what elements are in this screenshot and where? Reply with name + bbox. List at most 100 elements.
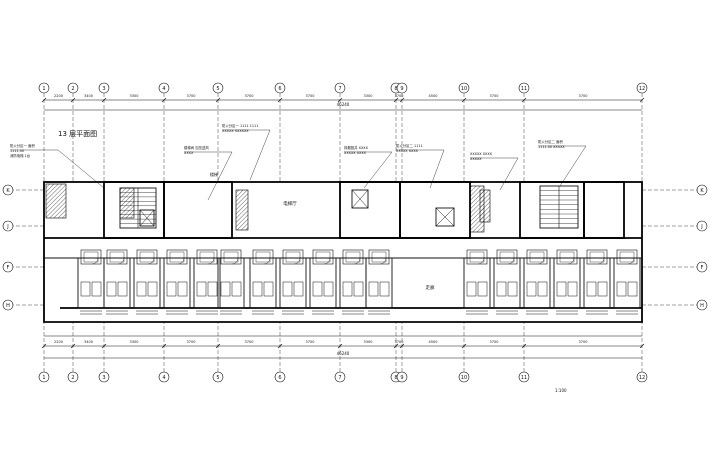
top-overall-dimension: 46240 — [44, 102, 642, 111]
ward-room — [309, 249, 337, 315]
axis-label: 3 — [102, 86, 105, 92]
callout-line: XXXXX — [470, 157, 482, 161]
bay-dimension: 3700 — [490, 340, 499, 344]
axis-label: 9 — [400, 86, 403, 92]
bay-dimension: 2200 — [54, 340, 63, 344]
bay-dimension: 3700 — [395, 94, 404, 98]
callout-line: 防火分区一 1111 1111 — [222, 123, 258, 128]
room-label-stair: 楼梯 — [210, 171, 218, 177]
axis-label: 1 — [42, 86, 45, 92]
axis-bubble — [274, 82, 286, 94]
axis-label: 5 — [216, 375, 219, 381]
axis-bubble — [396, 371, 408, 383]
axis-label: 12 — [639, 375, 645, 381]
room-label-corridor: 走廊 — [426, 284, 435, 291]
axis-bubble — [274, 371, 286, 383]
axis-label: 8 — [394, 375, 397, 381]
callout-line: 1111.00 XXXXX — [538, 145, 565, 149]
axis-label: J — [6, 224, 8, 230]
bay-dimension: 3400 — [84, 94, 93, 98]
axis-bubble — [158, 371, 170, 383]
callout-line: XXXXX XXXX — [344, 151, 367, 155]
axis-bubble — [696, 184, 708, 196]
bay-dimension: 3300 — [364, 340, 373, 344]
axis-label: K — [6, 188, 10, 194]
bay-dimension: 3700 — [187, 94, 196, 98]
ward-room — [77, 249, 105, 315]
axis-label: 4 — [162, 86, 165, 92]
axis-label: 6 — [278, 86, 281, 92]
axis-bubble — [334, 371, 346, 383]
axis-bubble — [67, 371, 79, 383]
axis-bubble — [2, 261, 14, 273]
axis-bubble — [396, 82, 408, 94]
bottom-overall-dim-text: 46240 — [337, 351, 350, 356]
axis-label: 1 — [42, 375, 45, 381]
axis-label: 5 — [216, 86, 219, 92]
axis-label: H — [6, 303, 10, 309]
bay-dimension: 3700 — [579, 340, 588, 344]
callout-line: XXXXX XXXX — [470, 152, 493, 156]
axis-bubble — [334, 82, 346, 94]
axis-label: 12 — [639, 86, 645, 92]
ward-room — [249, 249, 277, 315]
callout-line: 防火分区二 1111 — [396, 143, 423, 148]
ward-room — [493, 249, 521, 315]
bay-dimension: 3300 — [364, 94, 373, 98]
bay-dimension: 3700 — [395, 340, 404, 344]
axis-label: 11 — [521, 86, 527, 92]
bay-dimension: 3400 — [84, 340, 93, 344]
axis-label: 3 — [102, 375, 105, 381]
callout-line: 排烟竖井 XXXX — [344, 145, 369, 150]
bay-dimension: 3700 — [245, 94, 254, 98]
ward-room — [279, 249, 307, 315]
bay-dimension: 3700 — [579, 94, 588, 98]
bay-dimension: 3700 — [306, 94, 315, 98]
axis-label: 8 — [394, 86, 397, 92]
ward-room — [553, 249, 581, 315]
callout-line: 防火分区一 面积 — [10, 143, 35, 148]
ward-room — [163, 249, 191, 315]
stair-right — [539, 185, 579, 229]
ward-room — [193, 249, 221, 315]
axis-bubble — [98, 82, 110, 94]
axis-bubble — [38, 82, 50, 94]
axis-bubble — [518, 82, 530, 94]
callout-line: 消防电梯 1台 — [10, 153, 31, 158]
ward-room — [583, 249, 611, 315]
axis-label: 2 — [71, 375, 74, 381]
bay-dimension: 2200 — [54, 94, 63, 98]
callout-line: 楼梯间 加压送风 — [184, 145, 209, 150]
bottom-overall-dimension: 46240 — [44, 351, 642, 359]
axis-label: F — [701, 265, 704, 271]
callout-line: 防火分区二 面积 — [538, 139, 563, 144]
ward-room — [365, 249, 393, 315]
callout-line: XXXX — [184, 151, 194, 155]
axis-bubble — [38, 371, 50, 383]
callout-line: XXXXX XXXX — [396, 149, 419, 153]
axis-label: 7 — [338, 86, 341, 92]
axis-label: 6 — [278, 375, 281, 381]
bay-dimension: 3700 — [245, 340, 254, 344]
axis-bubble — [2, 299, 14, 311]
ward-room — [103, 249, 131, 315]
axis-bubble — [2, 220, 14, 232]
axis-bubble — [2, 184, 14, 196]
bay-dimension: 3300 — [130, 340, 139, 344]
bay-dimension: 3700 — [187, 340, 196, 344]
callout-line: XXXXX XXXXXX — [222, 129, 249, 133]
axis-bubble — [98, 371, 110, 383]
callout-line: 1111.00 — [10, 149, 24, 153]
drawing-scale-note: 1:100 — [555, 388, 567, 393]
room-label-elevator-lobby: 电梯厅 — [283, 200, 297, 207]
